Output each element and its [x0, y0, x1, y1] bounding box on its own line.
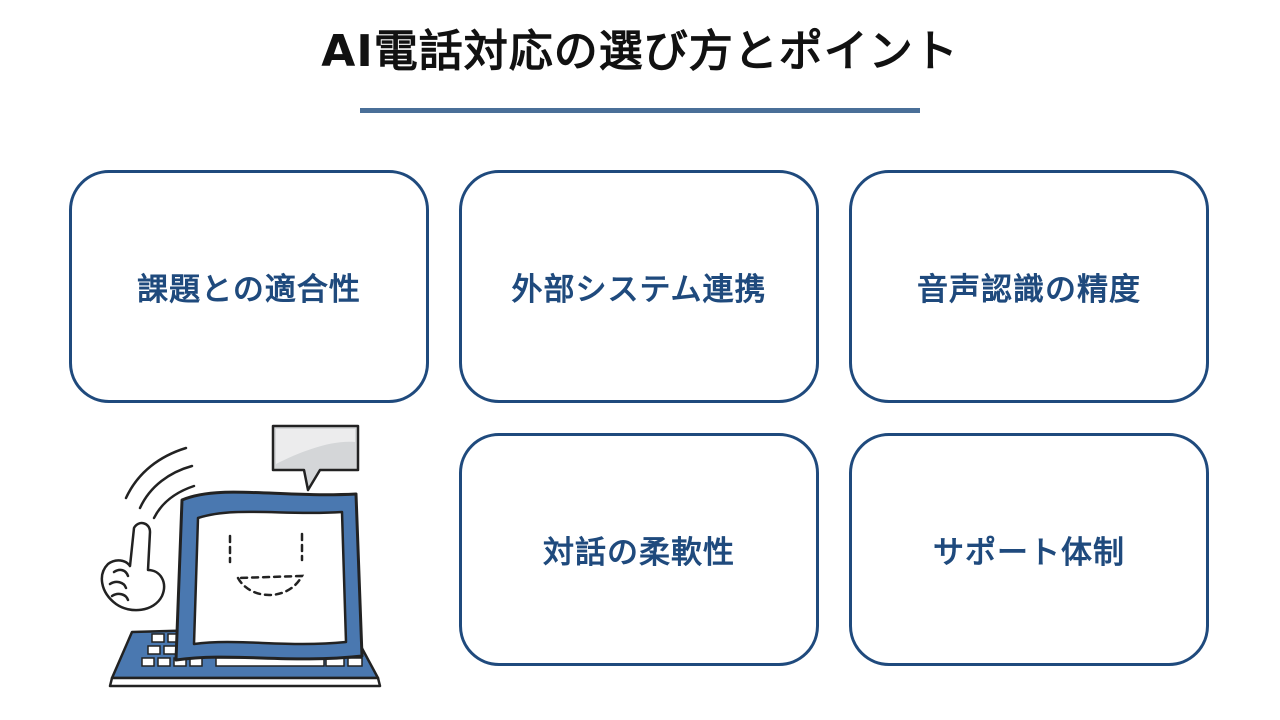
point-card-label: 課題との適合性	[137, 272, 361, 308]
point-card-label: サポート体制	[933, 535, 1125, 571]
point-card-speech-recognition: 音声認識の精度	[849, 170, 1209, 403]
monitor-icon	[174, 490, 364, 662]
talking-computer-mascot-icon	[100, 424, 382, 688]
title-underline	[360, 108, 920, 113]
sound-waves-icon	[124, 446, 196, 520]
smiling-face-icon	[228, 532, 305, 597]
pointing-hand-icon	[100, 521, 166, 612]
point-card-dialog-flexibility: 対話の柔軟性	[459, 433, 819, 666]
speech-bubble-icon	[271, 424, 360, 492]
page-title: AI電話対応の選び方とポイント	[321, 26, 959, 77]
point-card-label: 外部システム連携	[511, 272, 767, 308]
point-card-task-fit: 課題との適合性	[69, 170, 429, 403]
point-card-support: サポート体制	[849, 433, 1209, 666]
point-card-system-integration: 外部システム連携	[459, 170, 819, 403]
point-card-label: 対話の柔軟性	[543, 535, 735, 571]
point-card-label: 音声認識の精度	[917, 272, 1141, 308]
